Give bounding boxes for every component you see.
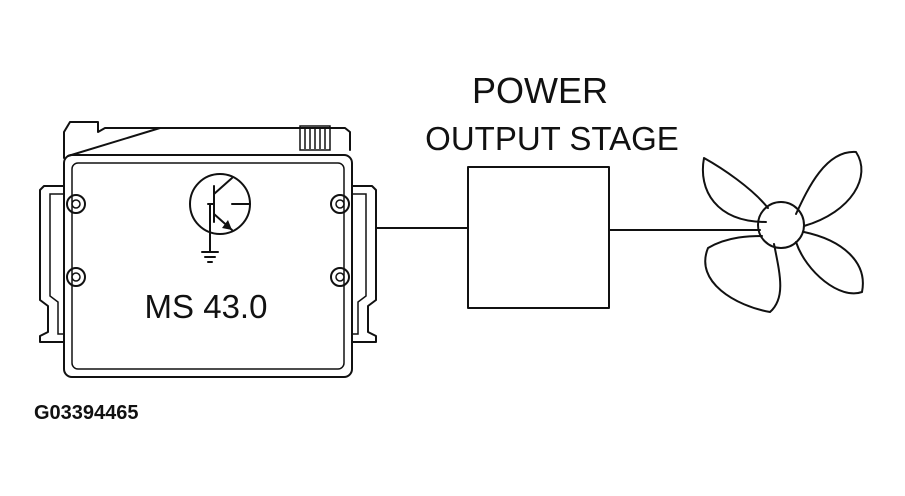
ecu-vent <box>299 125 331 151</box>
fan-blade-bottom-left <box>704 235 782 313</box>
transistor-icon <box>189 173 251 263</box>
ecu-left-bracket-inner <box>49 193 64 335</box>
ecu-right-bracket-inner <box>352 193 367 335</box>
power-output-stage: POWER OUTPUT STAGE <box>425 70 679 309</box>
fan-hub <box>757 201 805 249</box>
screw-icon <box>330 267 350 287</box>
figure-id: G03394465 <box>34 402 139 424</box>
ecu-left-bracket <box>39 185 65 343</box>
power-stage-box <box>467 166 610 309</box>
ecu-right-bracket <box>351 185 377 343</box>
power-stage-subtitle: OUTPUT STAGE <box>425 120 679 157</box>
ecu-label: MS 43.0 <box>145 288 268 325</box>
ecu-module: MS 43.0 <box>39 121 377 378</box>
ecu-body <box>63 154 353 378</box>
fan-blade-top <box>701 157 769 223</box>
fan-blade-top-right <box>795 150 863 227</box>
ecu-lid-slant <box>67 127 161 157</box>
screw-icon <box>66 194 86 214</box>
fan-blade-bottom-right <box>795 231 864 295</box>
ecu-lid <box>63 121 351 159</box>
screw-icon <box>330 194 350 214</box>
ecu-inner-frame <box>71 162 345 370</box>
power-stage-title: POWER <box>472 70 608 111</box>
fan-icon <box>701 150 864 313</box>
screw-icon <box>66 267 86 287</box>
